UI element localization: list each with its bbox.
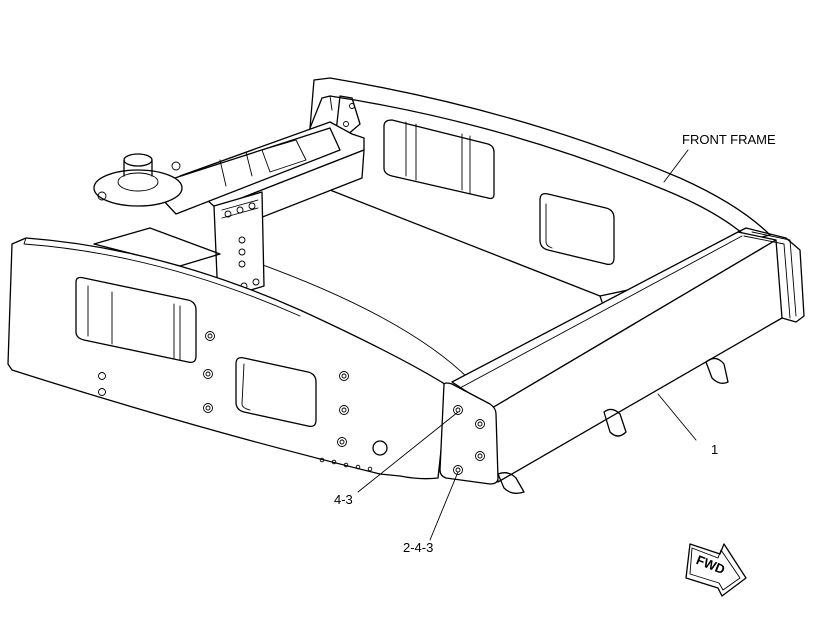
right-side-plate (305, 77, 771, 266)
leader-front-frame (663, 149, 689, 183)
leader-item-2-4-3 (429, 471, 459, 541)
corner-plate (439, 382, 499, 485)
leader-item-4-3 (357, 411, 459, 493)
callout-item-1: 1 (711, 442, 718, 457)
fwd-arrow-icon: FWD (685, 543, 747, 597)
leader-lines (357, 149, 697, 541)
callout-item-2-4-3: 2-4-3 (403, 540, 433, 555)
front-cross-tube (451, 227, 805, 494)
callout-item-4-3: 4-3 (334, 492, 353, 507)
leader-item-1 (657, 393, 697, 441)
callout-front-frame: FRONT FRAME (682, 132, 776, 147)
hitch-assembly (93, 121, 365, 301)
